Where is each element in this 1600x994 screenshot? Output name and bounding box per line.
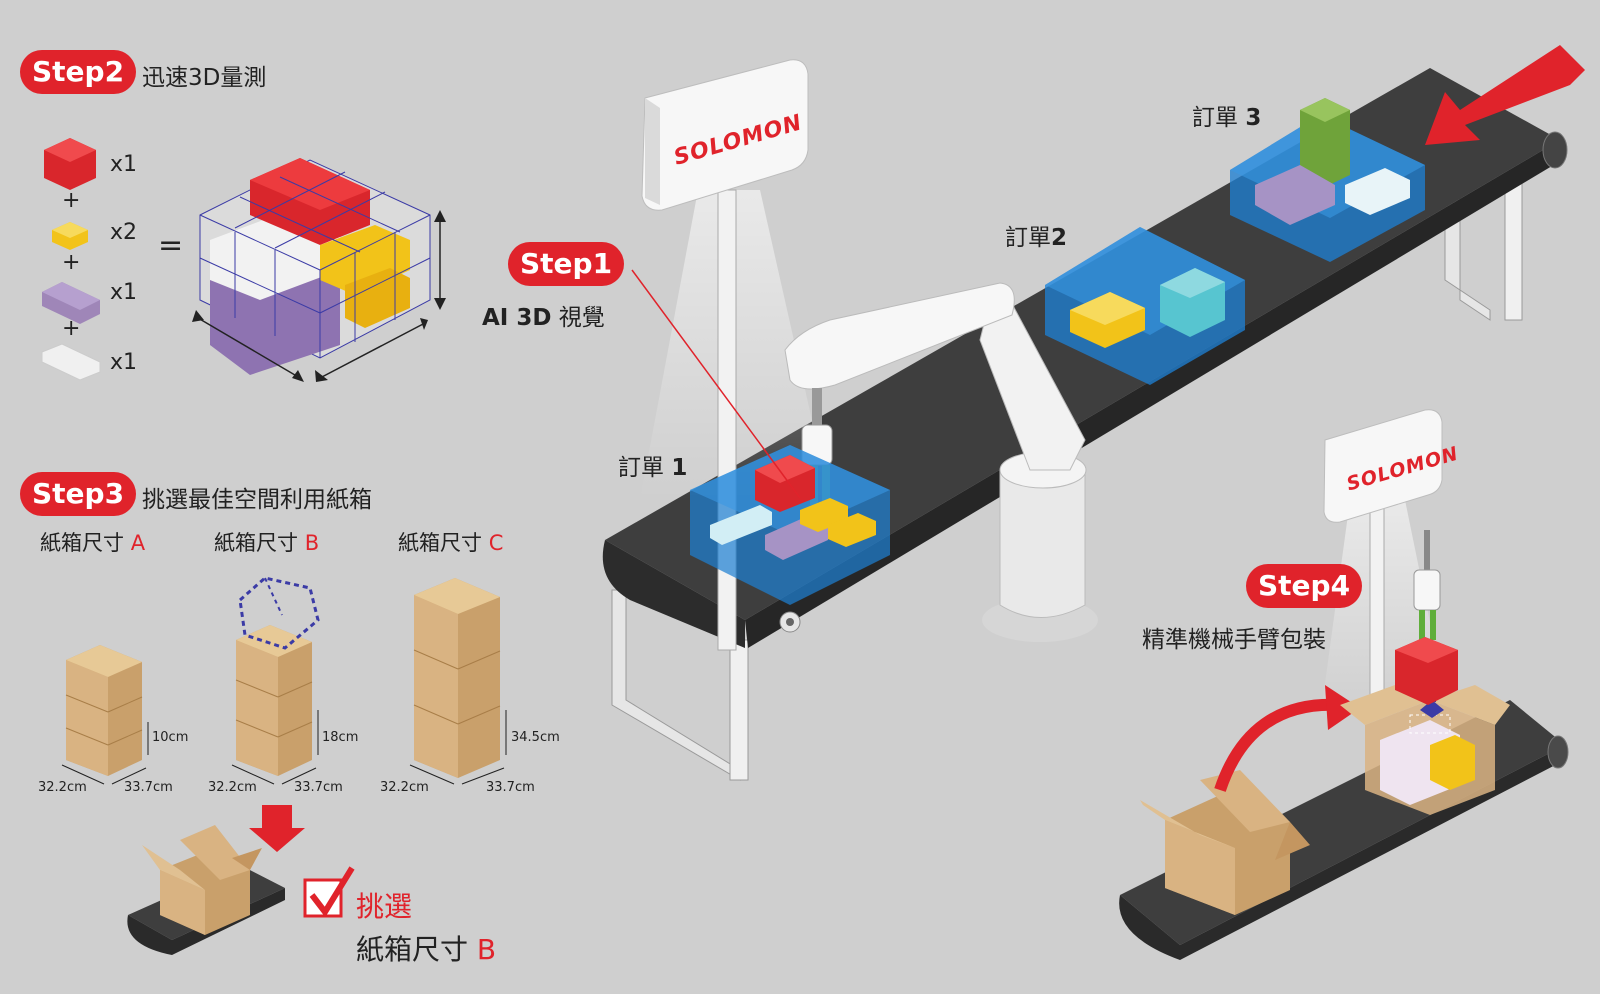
box-c-width2: 33.7cm: [486, 780, 535, 795]
box-a-width1: 32.2cm: [38, 780, 87, 795]
box-size-c: [413, 578, 507, 778]
step1-caption-rest: 視覺: [551, 305, 605, 331]
item-qty-white: x1: [110, 350, 138, 375]
robot-arm: [784, 282, 1098, 642]
step3-caption: 挑選最佳空間利用紙箱: [142, 487, 372, 513]
step4-caption: 精準機械手臂包裝: [1142, 627, 1326, 653]
step1-caption: AI 3D 視覺: [482, 298, 605, 332]
order-3-num: 3: [1245, 105, 1262, 131]
order-1-scan-box: [690, 445, 890, 605]
box-b-name: 紙箱尺寸: [214, 531, 298, 555]
step4-badge: Step4: [1246, 564, 1363, 608]
box-a-label: 紙箱尺寸 A: [40, 527, 145, 557]
selected-box-name: 紙箱尺寸: [356, 933, 477, 966]
order-2-num: 2: [1051, 225, 1068, 251]
box-dimension-lines: [61, 764, 505, 785]
order-1-prefix: 訂單: [618, 455, 672, 481]
box-c-width1: 32.2cm: [380, 780, 429, 795]
box-size-b: [235, 576, 320, 776]
step1-pointer-line: [631, 269, 801, 499]
selected-label: 挑選: [356, 890, 413, 923]
order-2-label: 訂單2: [1005, 218, 1067, 252]
order-2-scan-box: [1045, 227, 1245, 385]
step2-badge: Step2: [20, 50, 137, 94]
step1-caption-bold: AI 3D: [482, 305, 552, 331]
plus-sign: +: [62, 250, 81, 275]
order-1-num: 1: [671, 455, 688, 481]
box-c-name: 紙箱尺寸: [398, 531, 482, 555]
box-c-letter: C: [488, 531, 504, 555]
box-b-width1: 32.2cm: [208, 780, 257, 795]
item-qty-yellow: x2: [110, 220, 138, 245]
step3-badge: Step3: [20, 472, 137, 516]
box-b-label: 紙箱尺寸 B: [214, 527, 319, 557]
item-qty-red: x1: [110, 152, 138, 177]
selected-box-letter: B: [476, 933, 497, 966]
order-3-scan-box: [1230, 98, 1425, 262]
transfer-arrow: [1214, 698, 1341, 792]
step1-badge: Step1: [508, 242, 625, 286]
check-icon: [303, 866, 355, 918]
box-b-height: 18cm: [322, 730, 359, 745]
order-3-label: 訂單 3: [1192, 98, 1261, 132]
box-b-width2: 33.7cm: [294, 780, 343, 795]
step2-caption: 迅速3D量測: [142, 65, 267, 91]
equals-sign: =: [158, 228, 184, 263]
box-c-label: 紙箱尺寸 C: [398, 527, 503, 557]
plus-sign: +: [62, 188, 81, 213]
selected-box-conveyor: [127, 825, 285, 955]
box-a-name: 紙箱尺寸: [40, 531, 124, 555]
box-a-letter: A: [130, 531, 146, 555]
box-b-letter: B: [304, 531, 320, 555]
plus-sign: +: [62, 316, 81, 341]
order-1-label: 訂單 1: [618, 448, 687, 482]
item-qty-purple: x1: [110, 280, 138, 305]
selected-box-label: 紙箱尺寸 B: [356, 928, 496, 968]
order-3-prefix: 訂單: [1192, 105, 1246, 131]
box-size-a: [65, 645, 149, 776]
order-2-prefix: 訂單: [1005, 225, 1051, 251]
step2-packing-grid: [192, 158, 446, 382]
incoming-arrow: [1425, 45, 1585, 145]
select-arrow: [249, 805, 305, 852]
box-c-height: 34.5cm: [511, 730, 560, 745]
box-a-width2: 33.7cm: [124, 780, 173, 795]
box-a-height: 10cm: [152, 730, 189, 745]
step2-items: [41, 138, 101, 381]
step4-gripper: [1395, 530, 1458, 705]
